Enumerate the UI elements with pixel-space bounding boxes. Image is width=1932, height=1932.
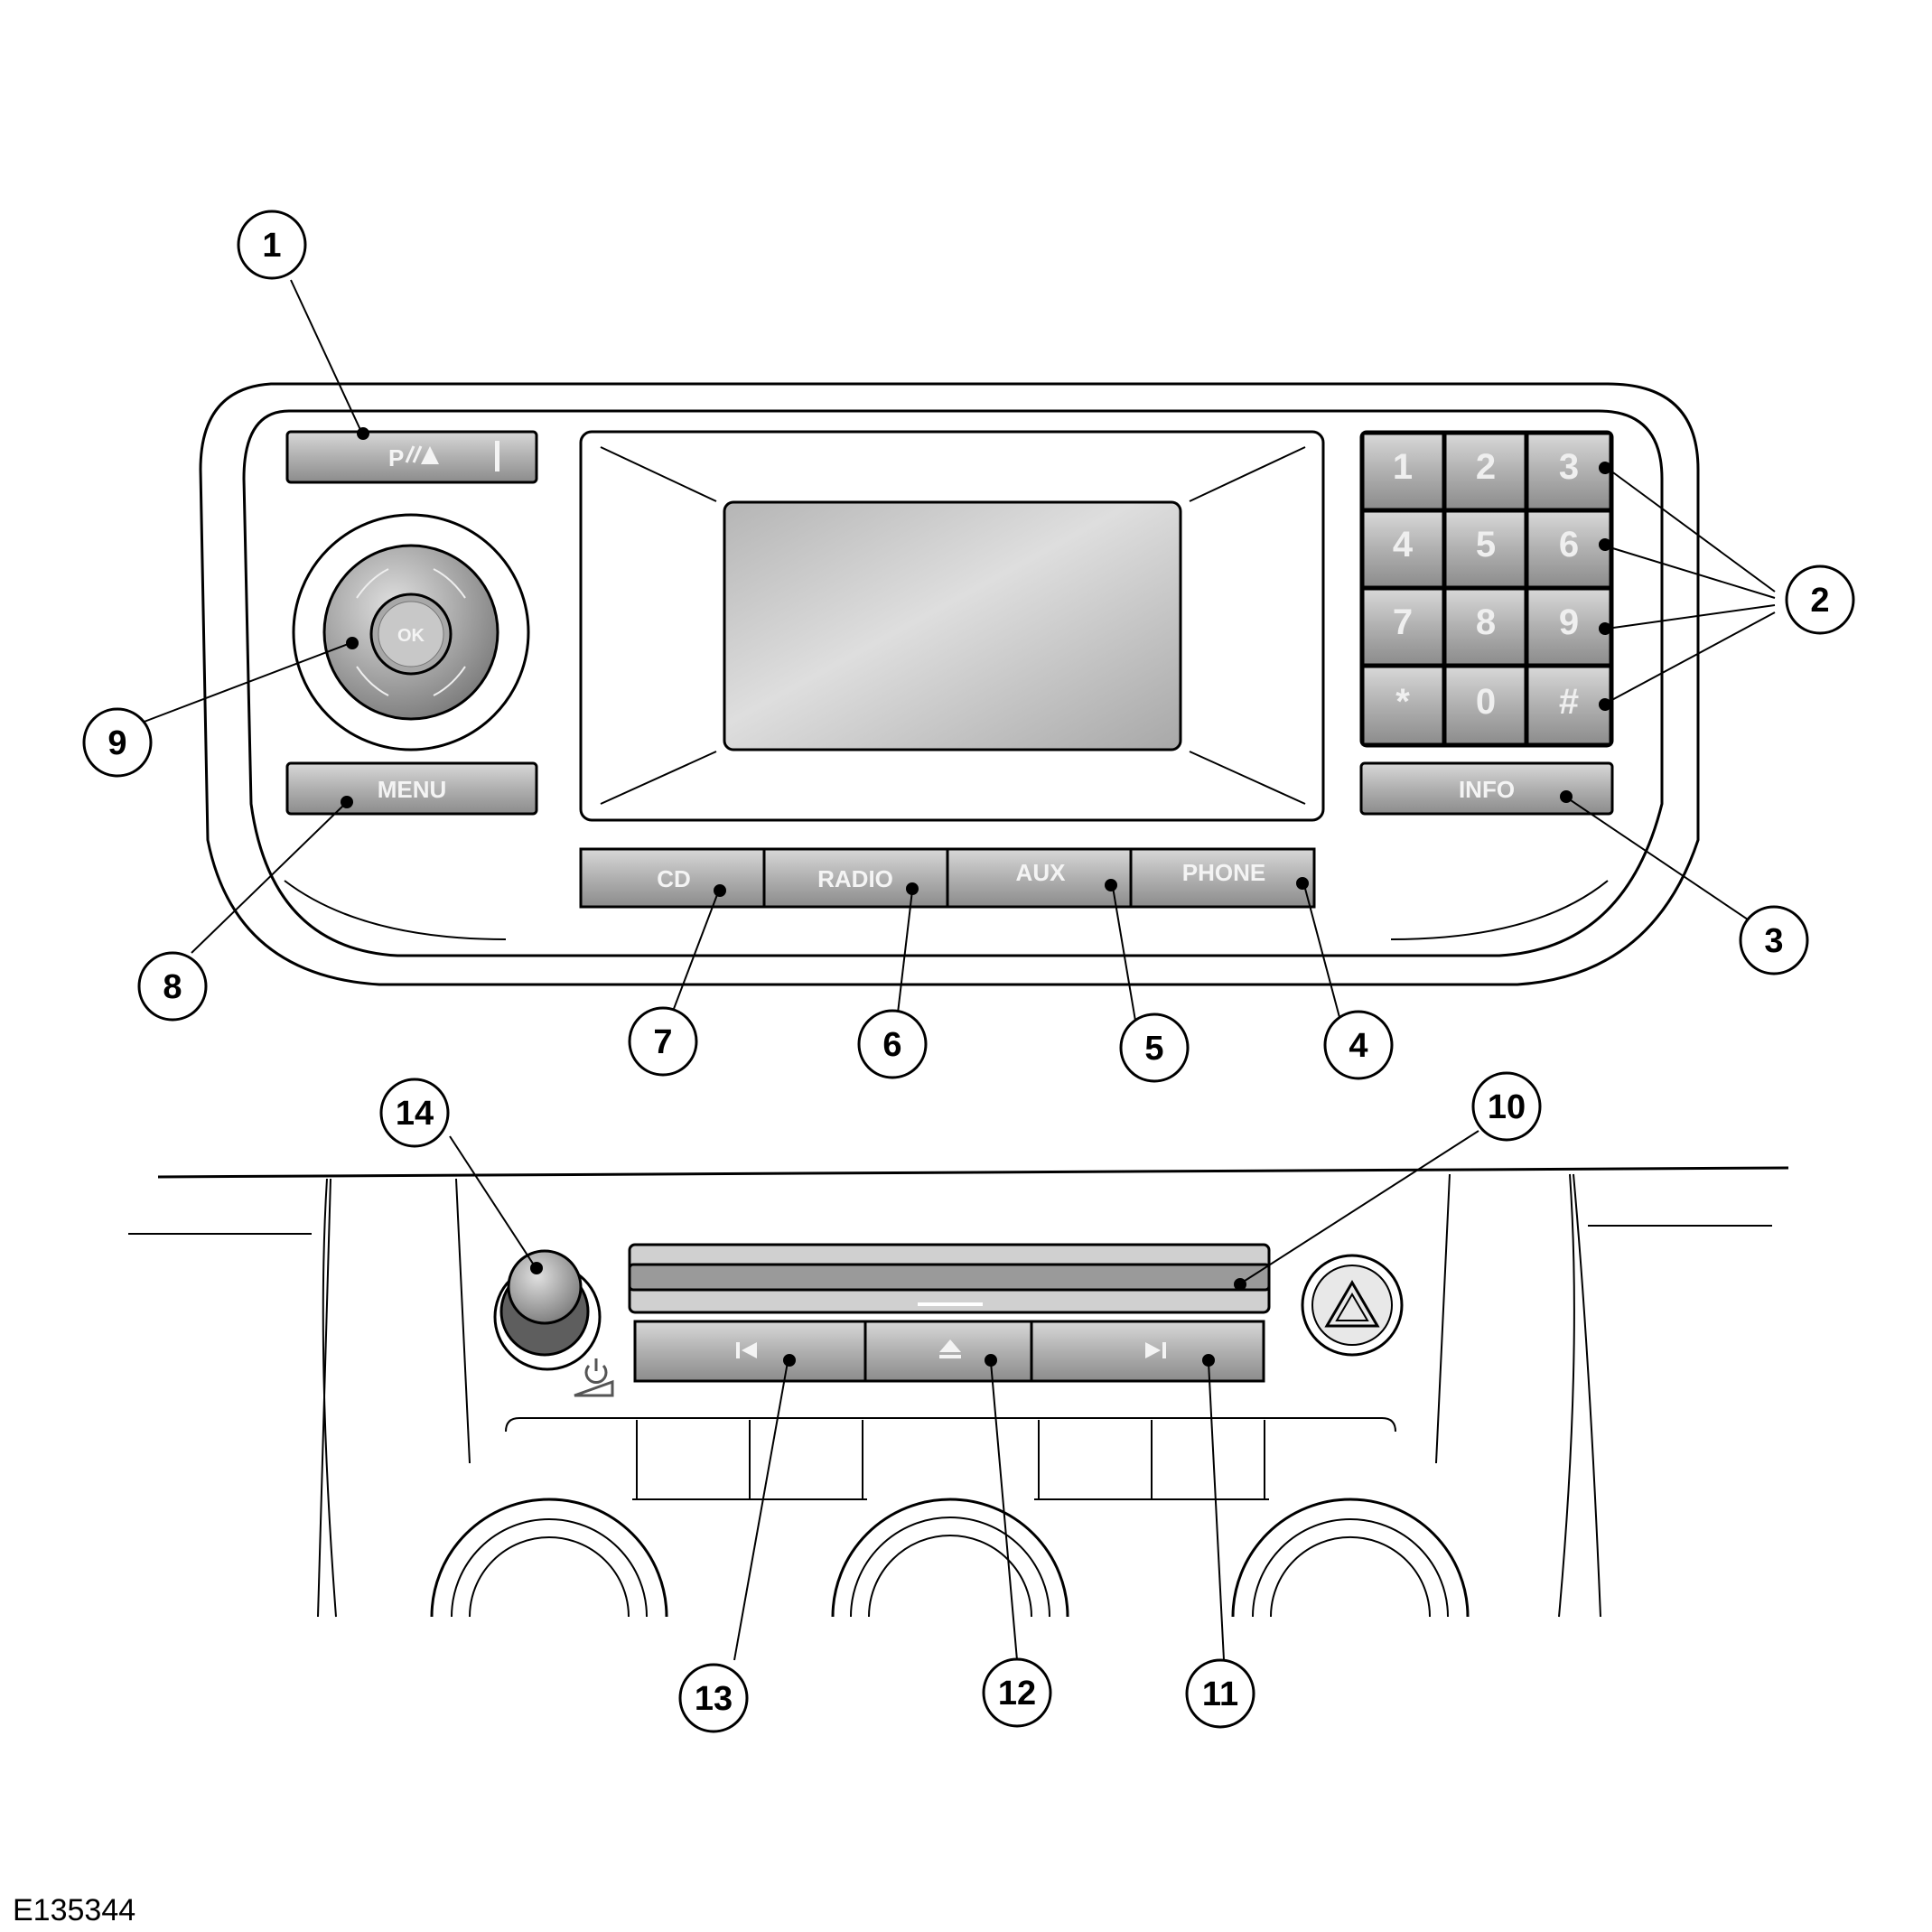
key-label: 8 bbox=[1476, 602, 1496, 642]
callout-8: 8 bbox=[137, 951, 208, 1022]
radio-label: RADIO bbox=[817, 865, 893, 892]
callout-number: 14 bbox=[396, 1095, 434, 1133]
menu-button[interactable]: MENU bbox=[285, 761, 538, 816]
cd-label: CD bbox=[657, 865, 691, 892]
callout-number: 10 bbox=[1488, 1088, 1526, 1126]
key-label: # bbox=[1559, 682, 1579, 722]
radio-button[interactable]: RADIO bbox=[762, 847, 949, 909]
key-label: 5 bbox=[1476, 525, 1496, 565]
callout-14: 14 bbox=[379, 1078, 450, 1148]
callout-13: 13 bbox=[678, 1663, 749, 1733]
aux-label: AUX bbox=[1016, 859, 1067, 886]
info-label: INFO bbox=[1459, 776, 1515, 803]
callout-9: 9 bbox=[82, 707, 153, 778]
callout-10: 10 bbox=[1471, 1071, 1542, 1142]
callout-12: 12 bbox=[982, 1657, 1052, 1728]
menu-label: MENU bbox=[378, 776, 447, 803]
key-label: 6 bbox=[1559, 525, 1579, 565]
lower-panel bbox=[128, 1166, 1789, 1618]
controller-ring bbox=[292, 513, 530, 751]
right-climate-dial[interactable] bbox=[1231, 1498, 1470, 1618]
divider-mark bbox=[495, 441, 499, 471]
keypad-key[interactable]: 0 bbox=[1443, 665, 1527, 746]
key-label: 7 bbox=[1393, 602, 1413, 642]
key-label: 0 bbox=[1476, 682, 1496, 722]
phone-label: PHONE bbox=[1182, 859, 1265, 886]
callout-number: 4 bbox=[1349, 1027, 1367, 1065]
center-climate-dial[interactable] bbox=[831, 1498, 1069, 1618]
previous-track-button[interactable] bbox=[633, 1320, 867, 1383]
info-button[interactable]: INFO bbox=[1359, 761, 1614, 816]
callout-6: 6 bbox=[857, 1009, 928, 1079]
keypad-key[interactable]: * bbox=[1361, 665, 1445, 746]
key-label: 1 bbox=[1393, 447, 1413, 487]
park-assist-button[interactable]: P bbox=[285, 430, 538, 484]
keypad-key[interactable]: # bbox=[1526, 665, 1612, 746]
outer-bezel bbox=[199, 382, 1700, 986]
previous-track-icon bbox=[736, 1342, 757, 1358]
callout-number: 13 bbox=[695, 1680, 733, 1718]
callout-number: 6 bbox=[882, 1026, 901, 1064]
hazard-warning-icon bbox=[1324, 1280, 1380, 1328]
callout-3: 3 bbox=[1739, 905, 1809, 975]
keypad-key[interactable]: 2 bbox=[1443, 432, 1527, 511]
cd-button[interactable]: CD bbox=[579, 847, 766, 909]
callout-number: 11 bbox=[1202, 1675, 1238, 1713]
callout-number: 12 bbox=[998, 1675, 1036, 1713]
climate-controls bbox=[430, 1417, 1470, 1618]
callouts: 1 2 3 4 5 6 7 8 bbox=[82, 210, 1855, 1733]
callout-1: 1 bbox=[237, 210, 307, 280]
power-volume-icon bbox=[574, 1358, 614, 1397]
callout-2: 2 bbox=[1785, 565, 1855, 635]
keypad-key[interactable]: 5 bbox=[1443, 509, 1527, 589]
phone-button[interactable]: PHONE bbox=[1129, 847, 1316, 909]
media-buttons bbox=[633, 1320, 1265, 1383]
keypad-key[interactable]: 1 bbox=[1361, 432, 1445, 511]
keypad-key[interactable]: 4 bbox=[1361, 509, 1445, 589]
inner-bezel bbox=[242, 409, 1664, 957]
callout-number: 7 bbox=[653, 1023, 672, 1061]
callout-number: 2 bbox=[1810, 582, 1829, 620]
keypad-key[interactable]: 7 bbox=[1361, 587, 1445, 667]
key-label: 9 bbox=[1559, 602, 1579, 642]
aux-button[interactable]: AUX bbox=[946, 847, 1133, 909]
keypad-key[interactable]: 9 bbox=[1526, 587, 1612, 667]
ok-label: OK bbox=[397, 626, 425, 646]
figure-reference: E135344 bbox=[13, 1893, 135, 1927]
hazard-button[interactable] bbox=[1301, 1254, 1404, 1357]
callout-number: 9 bbox=[107, 724, 126, 762]
callout-number: 5 bbox=[1144, 1030, 1163, 1068]
eject-icon bbox=[939, 1339, 961, 1358]
next-track-button[interactable] bbox=[1030, 1320, 1265, 1383]
keypad-key[interactable]: 8 bbox=[1443, 587, 1527, 667]
display-screen bbox=[723, 500, 1182, 751]
navigation-controller[interactable]: OK bbox=[292, 513, 530, 751]
callout-number: 3 bbox=[1764, 922, 1783, 960]
callout-4: 4 bbox=[1323, 1010, 1394, 1080]
key-label: 4 bbox=[1393, 525, 1414, 565]
key-label: 3 bbox=[1559, 447, 1579, 487]
keypad-key[interactable]: 6 bbox=[1526, 509, 1612, 589]
upper-panel: P OK MENU bbox=[199, 382, 1700, 986]
park-assist-icon bbox=[405, 445, 439, 464]
key-label: 2 bbox=[1476, 447, 1496, 487]
source-buttons: CD RADIO AUX PHONE bbox=[579, 847, 1316, 909]
key-label: * bbox=[1395, 682, 1410, 722]
callout-number: 8 bbox=[163, 968, 182, 1006]
power-volume-knob[interactable] bbox=[493, 1249, 614, 1397]
callout-5: 5 bbox=[1119, 1013, 1190, 1083]
next-track-icon bbox=[1145, 1342, 1166, 1358]
callout-11: 11 bbox=[1185, 1658, 1255, 1729]
park-assist-label: P bbox=[388, 444, 404, 471]
keypad: 1 2 3 4 5 6 7 bbox=[1359, 430, 1614, 748]
keypad-key[interactable]: 3 bbox=[1526, 432, 1612, 511]
callout-leaders bbox=[141, 279, 1776, 1661]
callout-number: 1 bbox=[262, 227, 281, 265]
callout-7: 7 bbox=[628, 1006, 698, 1077]
display-housing bbox=[579, 430, 1325, 822]
eject-button[interactable] bbox=[863, 1320, 1033, 1383]
left-climate-dial[interactable] bbox=[430, 1498, 668, 1618]
cd-slot[interactable] bbox=[628, 1243, 1271, 1314]
